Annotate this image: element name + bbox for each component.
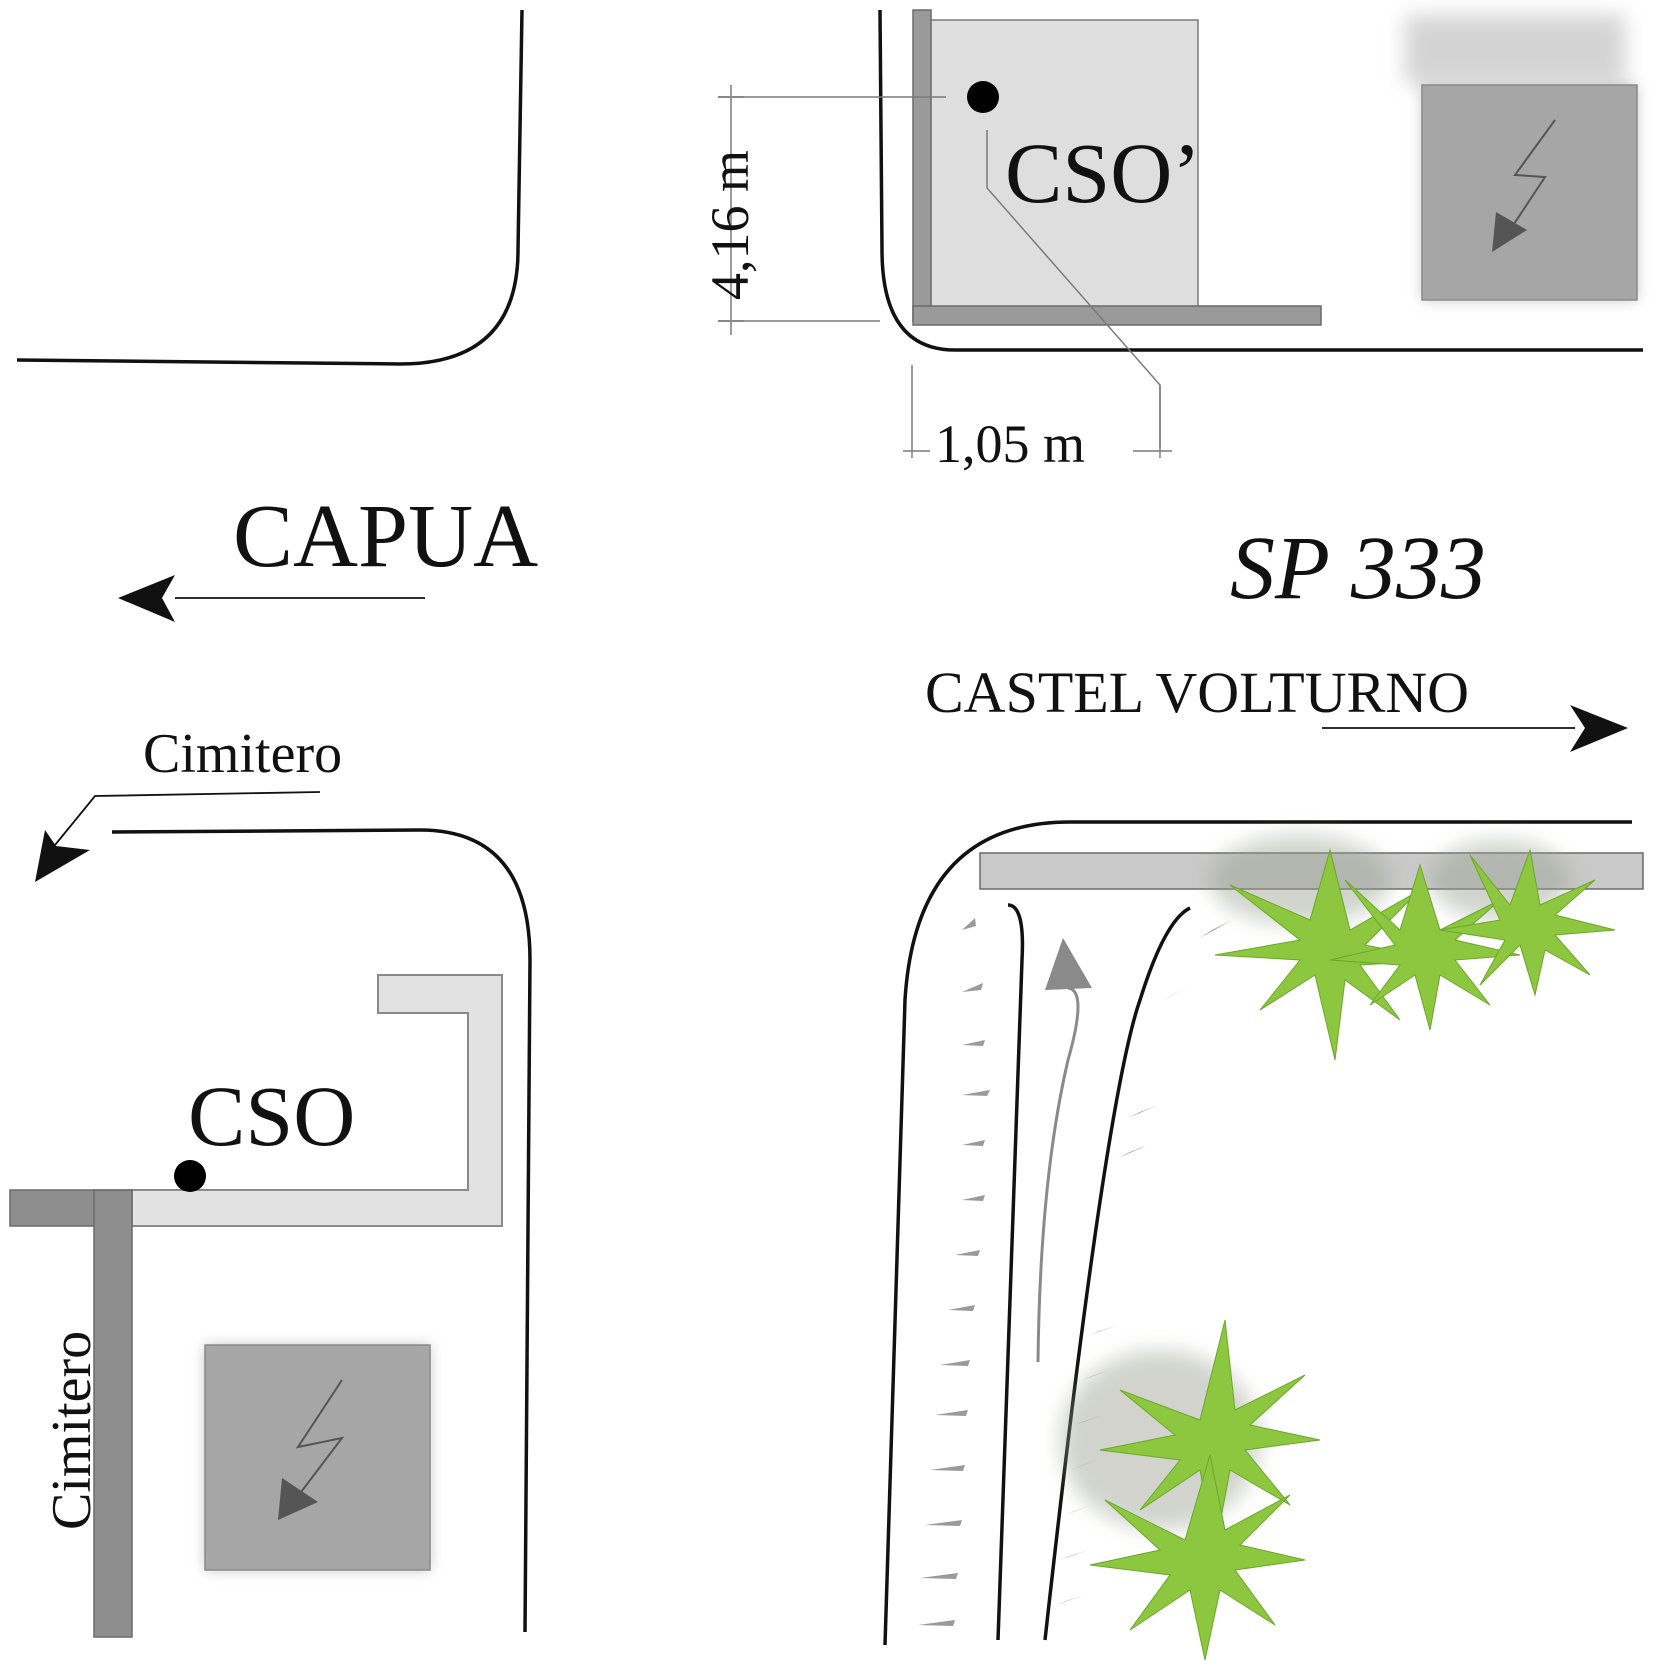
cso-prime-manhole [967,81,999,113]
wall-vertical-top [912,9,932,322]
lightning-bolt-icon [1492,119,1556,252]
cimitero-vertical-label: Cimitero [41,1331,103,1530]
ramp-edge-right [1043,906,1191,1641]
ramp-direction-arrow-line [1036,986,1080,1363]
ramp-direction-arrow-head [1045,938,1092,990]
arrow-to-capua [118,575,425,622]
ramp-edge-left [996,903,1025,1641]
dimension-height-label: 4,16 m [700,150,760,300]
arrow-to-castel-volturno [1322,705,1628,752]
lightning-bolt-icon [278,1379,345,1520]
road-edge-bottom-right [883,820,1632,1646]
cimitero-top-label: Cimitero [143,723,342,785]
capua-label: CAPUA [233,487,538,586]
vegetation-top [1210,835,1616,1061]
vegetation-bottom [1060,1319,1321,1661]
cso-prime-enclosure: CSO’ [912,9,1322,448]
castel-volturno-label: CASTEL VOLTURNO [925,660,1469,725]
cso-enclosure: CSO [9,974,503,1638]
cso-label: CSO [188,1068,355,1164]
dimension-height: 4,16 m [700,85,946,335]
cso-prime-label: CSO’ [1005,125,1201,221]
road-edge-top-left [16,9,524,366]
cso-prime-pad [924,19,1199,311]
transformer-cabin-bottom [204,1344,431,1571]
wall-horizontal-top [912,305,1322,326]
wall-vertical-bottom [93,1189,133,1638]
road-edge-bottom-left [111,828,532,1633]
dimension-width: 1,05 m [903,365,1172,474]
road-edge-top-right [878,9,1643,352]
cso-manhole [174,1160,206,1192]
sp333-label: SP 333 [1230,519,1486,618]
transformer-cabin-top [1405,15,1638,301]
arrow-to-cimitero [35,791,321,882]
slope-ticks-left [918,918,990,1626]
dimension-width-label: 1,05 m [935,414,1085,474]
